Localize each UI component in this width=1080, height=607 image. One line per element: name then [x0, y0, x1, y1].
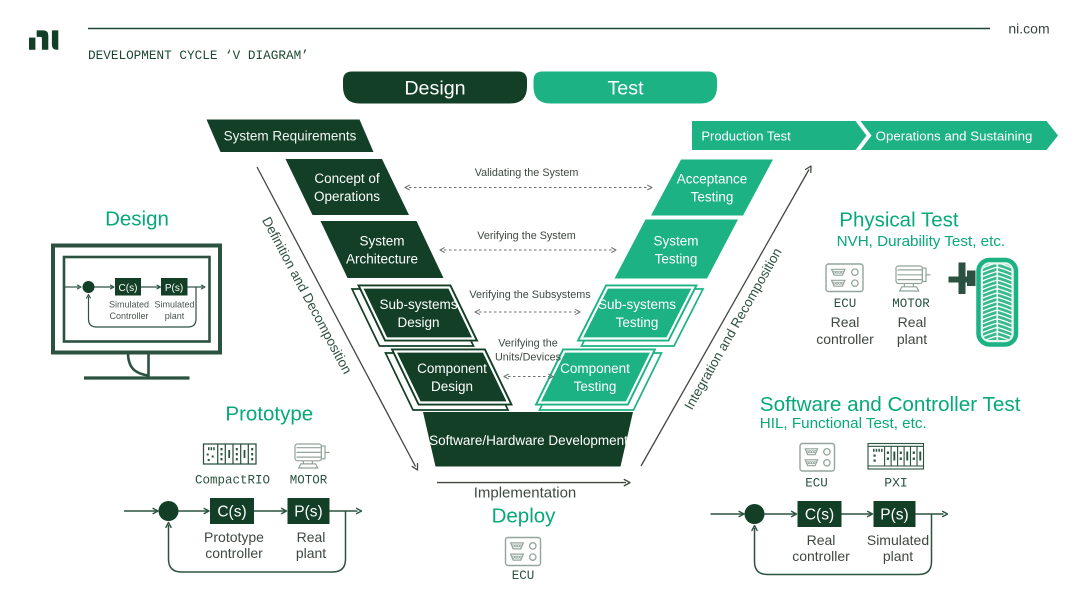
- svg-text:Controller: Controller: [109, 311, 148, 321]
- svg-text:Testing: Testing: [655, 252, 698, 267]
- svg-text:Concept of: Concept of: [314, 171, 380, 186]
- svg-text:PXI: PXI: [884, 476, 907, 491]
- svg-text:Testing: Testing: [616, 315, 659, 330]
- svg-text:Design: Design: [105, 208, 169, 231]
- svg-text:controller: controller: [205, 545, 263, 561]
- svg-text:Simulated: Simulated: [109, 300, 149, 310]
- svg-text:Units/Devices: Units/Devices: [495, 352, 562, 364]
- svg-text:MOTOR: MOTOR: [290, 474, 328, 488]
- svg-text:plant: plant: [165, 311, 185, 321]
- svg-text:Verifying the System: Verifying the System: [477, 230, 575, 242]
- svg-text:CompactRIO: CompactRIO: [195, 474, 270, 488]
- svg-text:controller: controller: [816, 331, 874, 347]
- svg-text:plant: plant: [883, 548, 913, 564]
- svg-text:Component: Component: [417, 361, 487, 376]
- svg-text:System: System: [653, 234, 698, 249]
- svg-text:controller: controller: [792, 548, 850, 564]
- svg-text:Sub-systems: Sub-systems: [598, 297, 676, 312]
- svg-text:C(s): C(s): [217, 504, 246, 521]
- svg-text:Acceptance: Acceptance: [677, 172, 748, 187]
- svg-text:Design: Design: [404, 78, 465, 100]
- svg-text:Operations and Sustaining: Operations and Sustaining: [876, 128, 1033, 143]
- svg-text:ni.com: ni.com: [1008, 20, 1049, 36]
- svg-text:System Requirements: System Requirements: [224, 129, 357, 144]
- svg-text:Production Test: Production Test: [701, 128, 791, 143]
- svg-text:Real: Real: [297, 529, 326, 545]
- svg-text:C(s): C(s): [119, 283, 138, 294]
- svg-text:Design: Design: [431, 379, 473, 394]
- svg-text:System: System: [359, 234, 404, 249]
- svg-text:Test: Test: [607, 78, 644, 100]
- svg-text:DEVELOPMENT CYCLE ‘V DIAGRAM’: DEVELOPMENT CYCLE ‘V DIAGRAM’: [88, 48, 309, 63]
- svg-text:Real: Real: [831, 314, 860, 330]
- svg-text:Design: Design: [397, 315, 439, 330]
- svg-text:MOTOR: MOTOR: [892, 297, 930, 311]
- svg-text:plant: plant: [296, 545, 326, 561]
- svg-text:Testing: Testing: [574, 379, 617, 394]
- svg-text:Sub-systems: Sub-systems: [379, 297, 457, 312]
- svg-text:Architecture: Architecture: [346, 252, 418, 267]
- svg-text:P(s): P(s): [294, 504, 322, 521]
- svg-text:C(s): C(s): [805, 507, 834, 524]
- svg-text:Testing: Testing: [691, 190, 734, 205]
- svg-text:Simulated: Simulated: [867, 532, 929, 548]
- svg-text:Physical Test: Physical Test: [839, 208, 959, 231]
- svg-text:P(s): P(s): [880, 507, 908, 524]
- svg-text:Real: Real: [807, 532, 836, 548]
- svg-text:NVH, Durability Test, etc.: NVH, Durability Test, etc.: [837, 233, 1006, 250]
- svg-text:plant: plant: [897, 331, 927, 347]
- svg-text:P(s): P(s): [165, 283, 183, 294]
- svg-text:Real: Real: [898, 314, 927, 330]
- svg-text:Deploy: Deploy: [492, 505, 557, 528]
- svg-text:Verifying the: Verifying the: [498, 338, 557, 350]
- svg-text:Operations: Operations: [314, 189, 380, 204]
- svg-text:HIL, Functional Test, etc.: HIL, Functional Test, etc.: [760, 415, 927, 432]
- svg-text:Prototype: Prototype: [225, 403, 313, 426]
- svg-text:Validating the System: Validating the System: [475, 167, 579, 179]
- svg-text:Software and Controller Test: Software and Controller Test: [760, 393, 1021, 416]
- svg-text:Simulated: Simulated: [154, 300, 194, 310]
- svg-text:ECU: ECU: [834, 297, 857, 311]
- svg-text:ECU: ECU: [512, 569, 535, 583]
- svg-text:Verifying the Subsystems: Verifying the Subsystems: [469, 289, 591, 301]
- svg-text:Implementation: Implementation: [474, 485, 577, 502]
- svg-text:Component: Component: [560, 361, 630, 376]
- svg-text:Prototype: Prototype: [204, 529, 264, 545]
- svg-text:ECU: ECU: [805, 477, 828, 491]
- svg-text:Software/Hardware Development: Software/Hardware Development: [429, 433, 628, 448]
